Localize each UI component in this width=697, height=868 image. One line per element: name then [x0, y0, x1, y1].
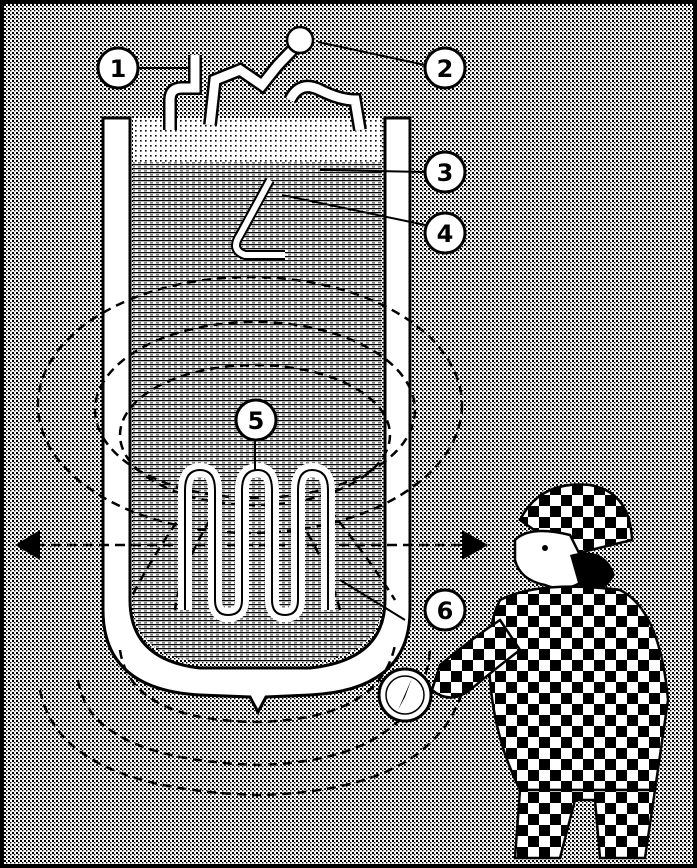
filling-tube: [163, 25, 367, 132]
svg-text:2: 2: [437, 55, 454, 83]
callout-1: 1: [96, 46, 140, 90]
body: [487, 585, 670, 792]
svg-text:6: 6: [437, 597, 454, 625]
compass-needle-icon: [398, 678, 412, 710]
svg-text:5: 5: [248, 407, 265, 435]
callout-2: 2: [423, 46, 467, 90]
person-figure: [430, 483, 670, 860]
valve-icon: [285, 25, 315, 55]
callout-leaders: [138, 41, 426, 621]
callout-5: 5: [234, 398, 278, 442]
arm: [430, 618, 522, 699]
beard: [570, 552, 615, 593]
svg-text:3: 3: [437, 159, 454, 187]
svg-text:1: 1: [110, 55, 127, 83]
arrow-left-icon: [15, 530, 40, 560]
svg-text:4: 4: [437, 220, 454, 248]
callout-4: 4: [423, 211, 467, 255]
legs: [513, 788, 657, 860]
arrow-right-icon: [462, 530, 488, 560]
dewar-outer-wall: [101, 116, 412, 716]
horizontal-axis: [15, 530, 488, 560]
callout-3: 3: [423, 150, 467, 194]
eye: [542, 545, 548, 551]
callout-6: 6: [423, 588, 467, 632]
compass: [377, 667, 433, 723]
